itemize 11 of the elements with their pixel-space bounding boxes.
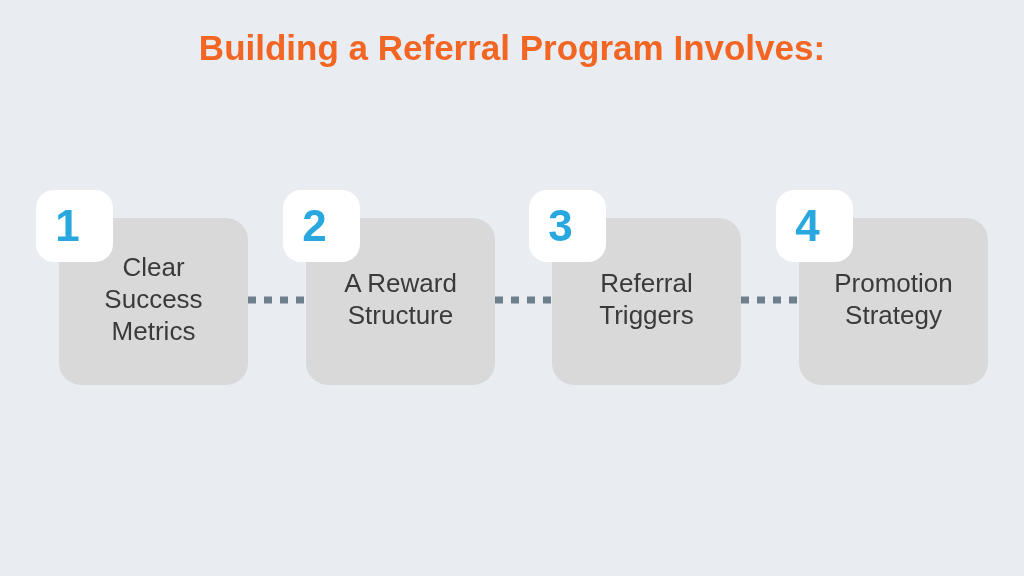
dotted-connector <box>248 296 306 304</box>
step-number: 3 <box>529 190 606 262</box>
dotted-connector <box>741 296 799 304</box>
step-number: 1 <box>36 190 113 262</box>
step-label: Promotion Strategy <box>833 266 954 331</box>
title: Building a Referral Program Involves: <box>197 28 827 68</box>
step-number: 4 <box>776 190 853 262</box>
step-label: A Reward Structure <box>343 266 458 331</box>
step-number: 2 <box>283 190 360 262</box>
step-label: Referral Triggers <box>598 266 695 331</box>
dotted-connector <box>495 296 552 304</box>
